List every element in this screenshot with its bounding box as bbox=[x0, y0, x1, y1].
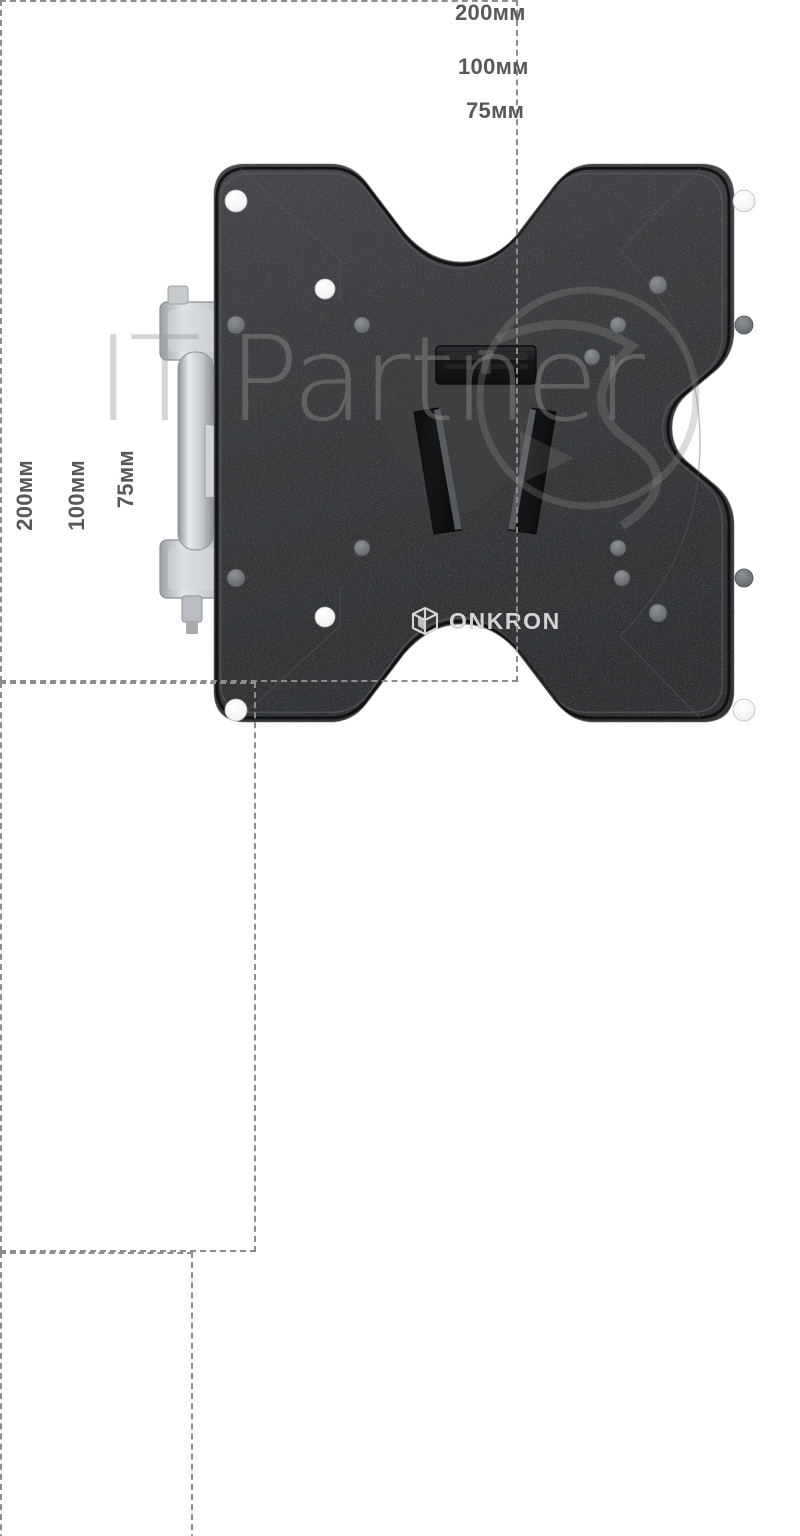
hole-extra-upper-right bbox=[648, 275, 668, 295]
vesa-label-v75: 75мм bbox=[113, 450, 138, 509]
hole-top-left-200 bbox=[224, 189, 248, 213]
hole-top-left-100 bbox=[226, 315, 246, 335]
onkron-cube-icon bbox=[411, 606, 439, 636]
onkron-brand: ONKRON bbox=[410, 605, 561, 637]
hole-bottom-right-100 bbox=[734, 568, 754, 588]
hole-bottom-right-200 bbox=[732, 698, 756, 722]
vesa-label-h75: 75мм bbox=[466, 98, 525, 123]
hole-bottom-right-75 bbox=[609, 539, 627, 557]
hole-top-right-75 bbox=[609, 316, 627, 334]
hole-extra-lower-left bbox=[314, 606, 336, 628]
hole-inner-right-low bbox=[613, 569, 631, 587]
hole-bottom-left-200 bbox=[224, 698, 248, 722]
vesa-label-v100: 100мм bbox=[64, 460, 89, 531]
hole-bottom-left-100 bbox=[226, 568, 246, 588]
hole-extra-upper-left bbox=[314, 278, 336, 300]
vesa-label-h100: 100мм bbox=[458, 54, 529, 79]
mounting-holes bbox=[224, 189, 756, 722]
vesa-label-h200: 200мм bbox=[455, 0, 526, 25]
hole-top-right-100 bbox=[734, 315, 754, 335]
hole-top-left-75 bbox=[353, 316, 371, 334]
vesa-label-v200: 200мм bbox=[12, 460, 37, 531]
vesa-dimension-overlay: 200мм 100мм 75мм 200мм 100мм 75мм bbox=[0, 0, 529, 1536]
vesa-box-h75 bbox=[0, 1252, 193, 1536]
hole-top-right-200 bbox=[732, 189, 756, 213]
vesa-box-h200 bbox=[0, 0, 518, 682]
hole-extra-lower-right bbox=[648, 603, 668, 623]
onkron-wordmark: ONKRON bbox=[449, 607, 561, 634]
tilt-mechanism bbox=[381, 288, 557, 535]
hole-inner-right-mid bbox=[583, 348, 601, 366]
hole-bottom-left-75 bbox=[353, 539, 371, 557]
plate-contours bbox=[239, 167, 701, 719]
bracket-photo bbox=[159, 163, 756, 723]
